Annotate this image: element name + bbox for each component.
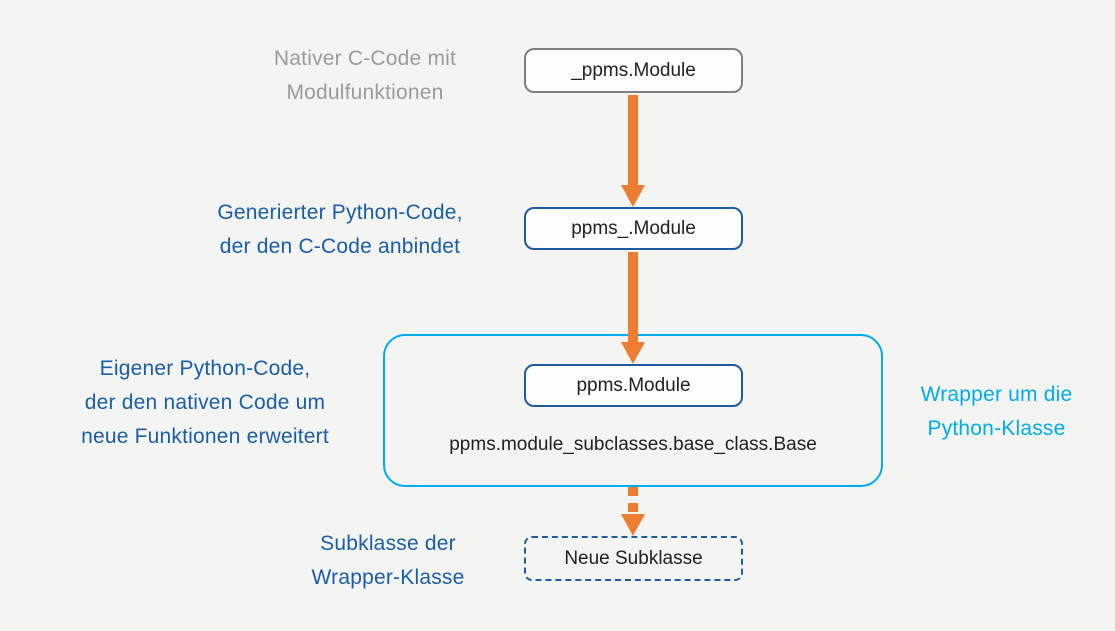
node-native-module-label: _ppms.Module <box>571 59 696 81</box>
arrow-shaft <box>628 252 638 342</box>
node-wrapper-module-label: ppms.Module <box>576 374 691 396</box>
arrow-dash <box>628 503 638 512</box>
arrow-head-icon <box>621 185 645 207</box>
node-generated-module: ppms_.Module <box>524 207 743 250</box>
arrow-head-icon <box>621 342 645 364</box>
label-generated-python: Generierter Python-Code, der den C-Code … <box>217 201 463 258</box>
arrow-shaft <box>628 95 638 185</box>
label-own-python: Eigener Python-Code, der den nativen Cod… <box>81 357 329 448</box>
node-new-subclass: Neue Subklasse <box>524 536 743 581</box>
arrow-head-icon <box>621 514 645 536</box>
base-class-path: ppms.module_subclasses.base_class.Base <box>449 434 817 455</box>
node-generated-module-label: ppms_.Module <box>571 217 696 239</box>
node-native-module: _ppms.Module <box>524 48 743 93</box>
node-new-subclass-label: Neue Subklasse <box>564 547 703 569</box>
label-wrapper-class: Wrapper um die Python-Klasse <box>920 383 1073 440</box>
arrow-dash <box>628 487 638 496</box>
label-native-c-code: Nativer C-Code mit Modulfunktionen <box>273 47 457 104</box>
node-wrapper-module: ppms.Module <box>524 364 743 407</box>
label-subclass: Subklasse der Wrapper-Klasse <box>311 532 465 589</box>
